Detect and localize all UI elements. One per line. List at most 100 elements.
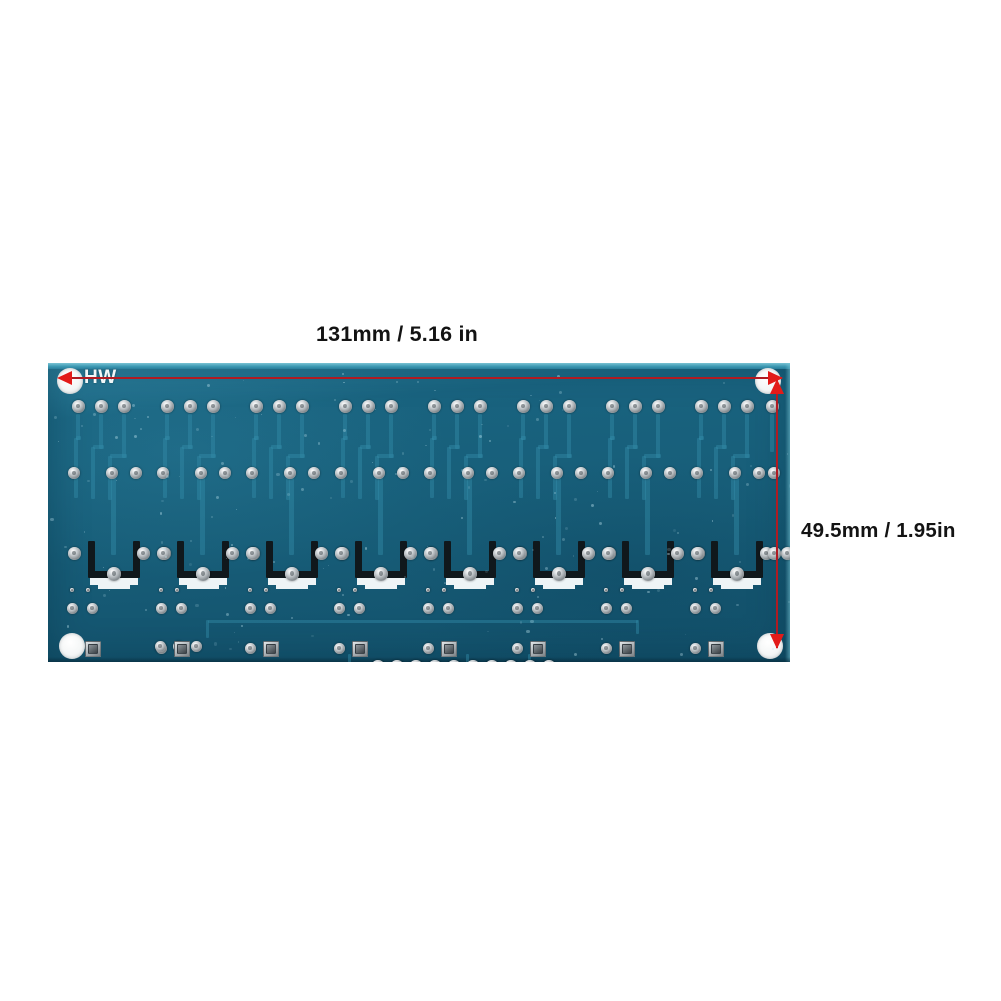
surface-speck — [189, 540, 192, 543]
copper-trace — [300, 414, 304, 458]
pcb-right-edge-bevel — [785, 363, 790, 662]
copper-trace — [656, 414, 660, 458]
smd-pad-dark — [266, 644, 276, 654]
via — [515, 588, 519, 592]
surface-speck — [77, 373, 80, 377]
solder-pad — [485, 660, 499, 662]
surface-speck — [538, 399, 540, 401]
solder-pad — [195, 467, 207, 479]
surface-speck — [679, 653, 683, 656]
relay-silkscreen-bar — [624, 578, 672, 585]
surface-speck — [732, 514, 735, 517]
copper-trace — [645, 473, 650, 555]
solder-pad — [71, 399, 85, 413]
surface-speck — [50, 517, 54, 521]
solder-pad — [628, 399, 642, 413]
relay-bracket-left — [711, 541, 718, 575]
solder-pad — [373, 467, 385, 479]
surface-speck — [301, 488, 305, 492]
copper-trace — [111, 473, 116, 555]
surface-speck — [195, 427, 199, 431]
copper-trace — [93, 445, 104, 449]
surface-speck — [484, 478, 487, 482]
solder-pad — [246, 467, 258, 479]
surface-speck — [195, 603, 199, 607]
surface-speck — [562, 409, 565, 412]
solder-pad — [272, 399, 286, 413]
solder-pad — [428, 660, 442, 662]
surface-speck — [712, 520, 714, 522]
surface-speck — [317, 442, 321, 446]
solder-pad — [575, 467, 587, 479]
via — [531, 588, 535, 592]
surface-speck — [722, 382, 725, 385]
surface-speck — [591, 503, 595, 507]
solder-pad — [361, 399, 375, 413]
surface-speck — [443, 581, 446, 584]
surface-speck — [402, 452, 405, 455]
surface-speck — [131, 404, 135, 408]
solder-pad — [136, 546, 150, 560]
surface-speck — [225, 557, 227, 559]
solder-pad — [600, 602, 612, 614]
copper-trace — [199, 454, 216, 458]
copper-trace — [699, 414, 703, 440]
solder-pad — [473, 399, 487, 413]
solder-pad — [295, 399, 309, 413]
surface-speck — [213, 642, 217, 646]
solder-pad — [397, 467, 409, 479]
surface-speck — [667, 552, 670, 555]
solder-pad — [562, 399, 576, 413]
surface-speck — [487, 630, 489, 632]
surface-speck — [224, 587, 227, 590]
copper-trace — [269, 447, 273, 499]
relay-silkscreen-bar — [446, 578, 494, 585]
solder-pad — [450, 399, 464, 413]
solder-pad — [486, 467, 498, 479]
relay-bracket-right — [756, 541, 763, 575]
smd-pad-dark — [444, 644, 454, 654]
solder-pad — [512, 546, 526, 560]
surface-speck — [749, 464, 753, 468]
surface-speck — [53, 416, 57, 420]
surface-speck — [526, 629, 530, 634]
relay-silkscreen-bar — [365, 584, 397, 589]
solder-pad — [371, 660, 385, 662]
surface-speck — [211, 435, 213, 438]
surface-speck — [558, 391, 563, 395]
solder-pad — [690, 546, 704, 560]
surface-speck — [573, 498, 577, 501]
surface-speck — [347, 613, 350, 617]
surface-speck — [599, 521, 603, 525]
solder-pad — [504, 660, 518, 662]
surface-speck — [404, 575, 407, 578]
copper-trace — [770, 414, 774, 452]
relay-bracket-left — [533, 541, 540, 575]
surface-speck — [556, 374, 560, 378]
surface-speck — [341, 372, 345, 376]
surface-speck — [434, 390, 436, 392]
surface-speck — [417, 380, 420, 383]
surface-speck — [395, 473, 397, 475]
solder-pad — [244, 642, 256, 654]
copper-trace — [544, 414, 548, 449]
surface-speck — [329, 497, 333, 500]
surface-speck — [241, 624, 244, 628]
relay-silkscreen-bar — [98, 584, 130, 589]
solder-pad — [581, 546, 595, 560]
solder-pad — [694, 399, 708, 413]
copper-trace — [722, 414, 726, 449]
via — [709, 588, 713, 592]
surface-speck — [695, 577, 698, 580]
surface-speck — [746, 483, 750, 487]
via — [353, 588, 357, 592]
surface-speck — [613, 465, 616, 468]
solder-pad — [689, 602, 701, 614]
via — [442, 588, 446, 592]
solder-pad — [442, 602, 454, 614]
via — [620, 588, 624, 592]
surface-speck — [81, 425, 84, 428]
surface-speck — [542, 535, 544, 538]
solder-pad — [463, 567, 477, 581]
surface-speck — [178, 475, 181, 478]
